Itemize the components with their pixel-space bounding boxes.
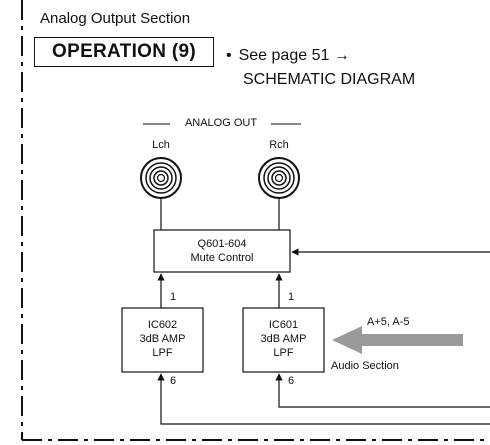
section-title: Analog Output Section xyxy=(40,10,191,27)
ic601-input-line xyxy=(275,373,490,408)
audio-section-label: Audio Section xyxy=(331,360,399,372)
ic602-function: 3dB AMP xyxy=(139,333,186,345)
ic602-pin-in: 6 xyxy=(170,375,177,387)
ic602-block xyxy=(121,307,204,373)
ic601-pin-in: 6 xyxy=(288,375,295,387)
rch-label: Rch xyxy=(269,139,289,151)
schematic-diagram-reference: SCHEMATIC DIAGRAM xyxy=(243,71,416,88)
power-supply-arrow-icon xyxy=(332,326,463,354)
mute-control-id: Q601-604 xyxy=(197,238,247,250)
ic601-id: IC601 xyxy=(268,319,299,331)
ic601-pin-out: 1 xyxy=(288,291,295,303)
ic602-text: IC602 3dB AMP LPF xyxy=(122,318,203,360)
ic602-pin-out: 1 xyxy=(170,291,177,303)
ic602-id: IC602 xyxy=(147,319,178,331)
ic601-text: IC601 3dB AMP LPF xyxy=(243,318,324,360)
rch-jack-icon xyxy=(258,157,300,230)
ic602-filter: LPF xyxy=(152,347,173,359)
analog-out-label: ANALOG OUT xyxy=(184,117,258,129)
mute-control-name: Mute Control xyxy=(190,252,254,264)
ic602-input-line xyxy=(157,373,490,425)
see-page-link[interactable]: See page 51 → xyxy=(238,47,350,64)
operation-label: OPERATION (9) xyxy=(34,37,214,67)
section-frame xyxy=(21,0,490,441)
mute-control-text: Q601-604 Mute Control xyxy=(154,237,290,265)
mute-control-block xyxy=(153,229,291,273)
see-page-note: • See page 51 → xyxy=(226,44,350,68)
bullet: • xyxy=(226,47,232,64)
lch-label: Lch xyxy=(152,139,170,151)
ic601-block xyxy=(242,307,325,373)
lch-jack-icon xyxy=(140,157,182,230)
power-label: A+5, A-5 xyxy=(367,316,410,328)
ic601-filter: LPF xyxy=(273,347,294,359)
ic601-function: 3dB AMP xyxy=(260,333,307,345)
